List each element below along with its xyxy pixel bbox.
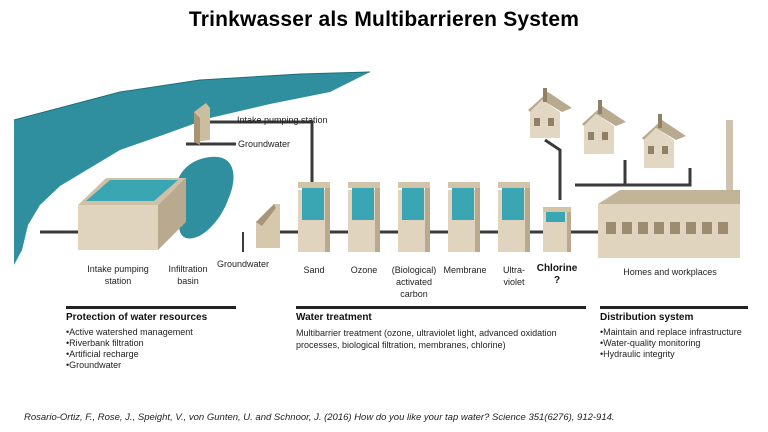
label-membrane: Membrane [443,265,487,275]
tank-membrane [448,182,480,252]
section-text: Multibarrier treatment (ozone, ultraviol… [296,328,557,350]
workplace-building [598,120,740,258]
label-infiltration-basin: Infiltration basin [168,264,208,286]
list-item: •Active watershed management [66,327,193,337]
section-divider [296,306,586,309]
tank-ultraviolet [498,182,530,252]
house-1 [528,88,572,138]
section-heading: Water treatment [296,312,372,323]
list-item: •Water-quality monitoring [600,338,701,348]
label-homes-and-workplaces: Homes and workplaces [623,267,717,277]
citation: Rosario-Ortiz, F., Rose, J., Speight, V.… [24,412,615,423]
diagram-title: Trinkwasser als Multibarrieren System [188,8,580,31]
label-ultraviolet: Ultra- violet [503,265,525,287]
section-treatment: Water treatment Multibarrier treatment (… [296,306,586,351]
groundwater-wedge [256,204,280,248]
section-divider [66,306,236,309]
list-item: •Hydraulic integrity [600,349,675,359]
intake-pump-house [194,103,210,145]
intake-basin [78,178,186,250]
label-ozone: Ozone [350,265,378,275]
river-shore [13,71,371,121]
tank-ozone [348,182,380,252]
pipe-homes-2 [575,160,627,187]
infiltration-basin-pond [175,156,234,239]
pipe-homes-1 [544,138,562,200]
tank-sand [298,182,330,252]
section-protection: Protection of water resources •Active wa… [66,306,236,371]
section-distribution: Distribution system •Maintain and replac… [600,306,748,360]
tank-carbon [398,182,430,252]
list-item: •Groundwater [66,360,122,370]
list-item: •Artificial recharge [66,349,139,359]
label-groundwater: Groundwater [216,259,270,269]
section-heading: Distribution system [600,312,694,323]
section-heading: Protection of water resources [66,312,208,323]
list-item: •Maintain and replace infrastructure [600,327,742,337]
river [14,72,370,265]
label-intake-pumping-station: Intake pumping station [87,264,149,286]
tank-chlorine [543,207,571,252]
section-divider [600,306,748,309]
pipe-homes-3 [600,168,692,187]
list-item: •Riverbank filtration [66,338,144,348]
callout-groundwater: Groundwater [238,139,291,149]
house-2 [582,100,626,154]
label-biological-activated-carbon: (Biological) activated carbon [391,265,437,299]
label-sand: Sand [303,265,325,275]
house-3 [642,114,686,168]
callout-intake-pumping-station: Intake pumping station [237,115,328,125]
label-chlorine: Chlorine ? [536,263,578,286]
